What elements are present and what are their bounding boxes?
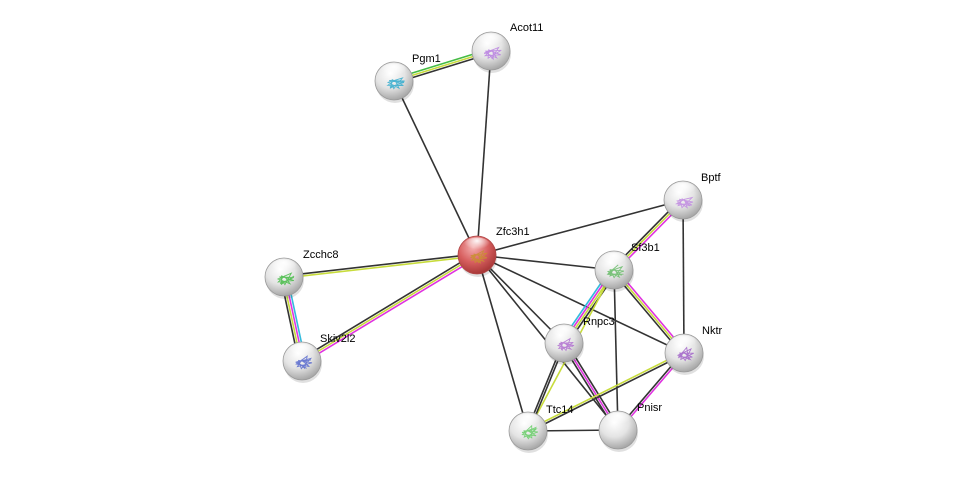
node-label: Bptf xyxy=(701,172,722,184)
edge-nktr-ttc14[interactable] xyxy=(527,351,685,433)
node-nktr[interactable]: Nktr xyxy=(664,325,723,375)
node-highlight xyxy=(477,33,505,51)
edge-zfc3h1-ttc14[interactable] xyxy=(476,254,529,432)
node-acot11[interactable]: Acot11 xyxy=(471,22,543,73)
edge-zfc3h1-zcchc8[interactable] xyxy=(283,253,478,279)
edge-line-black xyxy=(300,252,477,360)
protein-structure-icon xyxy=(676,346,694,362)
node-highlight xyxy=(270,259,298,277)
edge-zfc3h1-rnpc3[interactable] xyxy=(476,254,565,344)
node-highlight xyxy=(600,252,628,270)
protein-structure-icon xyxy=(294,355,313,370)
edge-sf3b1-pnisr[interactable] xyxy=(613,269,619,431)
edge-zfc3h1-nktr[interactable] xyxy=(476,254,685,354)
node-label: Acot11 xyxy=(510,22,543,34)
node-label: Pgm1 xyxy=(412,53,441,65)
node-highlight xyxy=(288,343,316,361)
node-bptf[interactable]: Bptf xyxy=(663,172,722,222)
edge-line-black xyxy=(476,199,684,256)
edge-line-black xyxy=(528,353,685,433)
edge-line-black xyxy=(682,199,685,354)
node-highlight xyxy=(670,335,698,353)
node-label: Zfc3h1 xyxy=(496,226,530,238)
edge-line-black xyxy=(476,50,492,256)
node-zcchc8[interactable]: Zcchc8 xyxy=(264,249,338,299)
edge-line-yellow xyxy=(301,254,478,362)
node-label: Pnisr xyxy=(637,402,662,414)
edge-acot11-zfc3h1[interactable] xyxy=(476,50,492,256)
edge-line-magenta xyxy=(302,256,479,364)
node-label: Rnpc3 xyxy=(583,316,615,328)
node-highlight xyxy=(550,325,578,343)
edge-line-black xyxy=(476,254,565,344)
edge-line-black xyxy=(613,269,619,431)
protein-structure-icon xyxy=(483,46,502,61)
node-label: Nktr xyxy=(702,325,723,337)
node-pnisr[interactable]: Pnisr xyxy=(598,402,662,452)
edge-pgm1-zfc3h1[interactable] xyxy=(393,80,478,256)
node-rnpc3[interactable]: Rnpc3 xyxy=(544,316,615,365)
edge-line-black xyxy=(476,254,615,271)
edge-zfc3h1-bptf[interactable] xyxy=(476,199,684,256)
node-highlight xyxy=(514,413,542,431)
protein-structure-icon xyxy=(521,424,539,440)
edge-line-yellow xyxy=(527,351,684,431)
node-highlight xyxy=(604,412,632,430)
node-skiv2l2[interactable]: Skiv2l2 xyxy=(282,333,355,383)
edge-line-black xyxy=(476,254,529,432)
node-label: Ttc14 xyxy=(546,404,574,416)
edge-line-black xyxy=(476,254,685,354)
node-label: Skiv2l2 xyxy=(320,333,355,345)
protein-structure-icon xyxy=(386,77,405,90)
node-label: Sf3b1 xyxy=(631,242,660,254)
edge-bptf-nktr[interactable] xyxy=(682,199,685,354)
edge-line-black xyxy=(393,80,478,256)
edge-zfc3h1-skiv2l2[interactable] xyxy=(300,252,479,364)
edge-line-yellow xyxy=(284,255,478,279)
node-highlight xyxy=(463,237,491,255)
node-ttc14[interactable]: Ttc14 xyxy=(508,404,574,453)
protein-structure-icon xyxy=(276,272,295,286)
node-label: Zcchc8 xyxy=(303,249,338,261)
edge-line-black xyxy=(283,253,477,277)
node-highlight xyxy=(669,182,697,200)
node-pgm1[interactable]: Pgm1 xyxy=(374,53,441,103)
node-highlight xyxy=(380,63,408,81)
protein-structure-icon xyxy=(674,196,694,209)
node-zfc3h1[interactable]: Zfc3h1 xyxy=(457,226,530,277)
edge-zfc3h1-sf3b1[interactable] xyxy=(476,254,615,271)
protein-structure-icon xyxy=(606,264,625,279)
node-sf3b1[interactable]: Sf3b1 xyxy=(594,242,660,292)
